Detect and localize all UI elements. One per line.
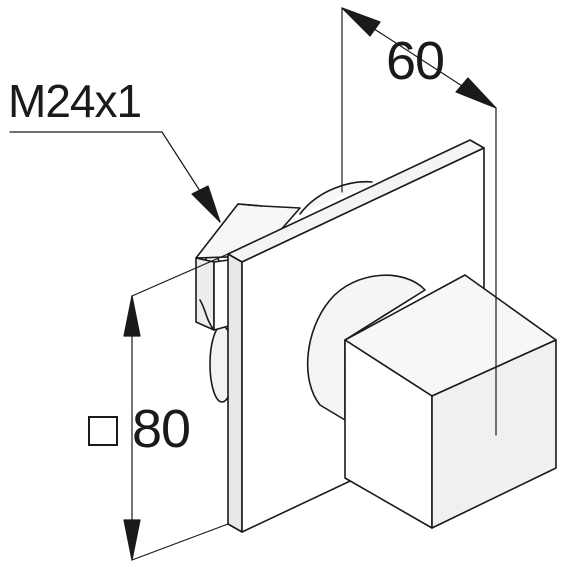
thread-label: M24x1	[8, 75, 142, 127]
thread-leader	[9, 131, 221, 223]
knob-cube	[344, 274, 557, 529]
boss-cylinder	[306, 274, 426, 421]
arrow-head-icon	[341, 7, 381, 37]
arrow-head-icon	[123, 295, 141, 337]
depth-dimension	[341, 7, 497, 436]
size-label: 80	[132, 399, 191, 459]
arrow-head-icon	[455, 77, 497, 109]
arrow-head-icon	[123, 519, 141, 561]
arrow-head-icon	[191, 185, 221, 223]
square-symbol-icon	[88, 416, 118, 446]
depth-label: 60	[386, 31, 445, 91]
size-dimension	[123, 253, 229, 561]
